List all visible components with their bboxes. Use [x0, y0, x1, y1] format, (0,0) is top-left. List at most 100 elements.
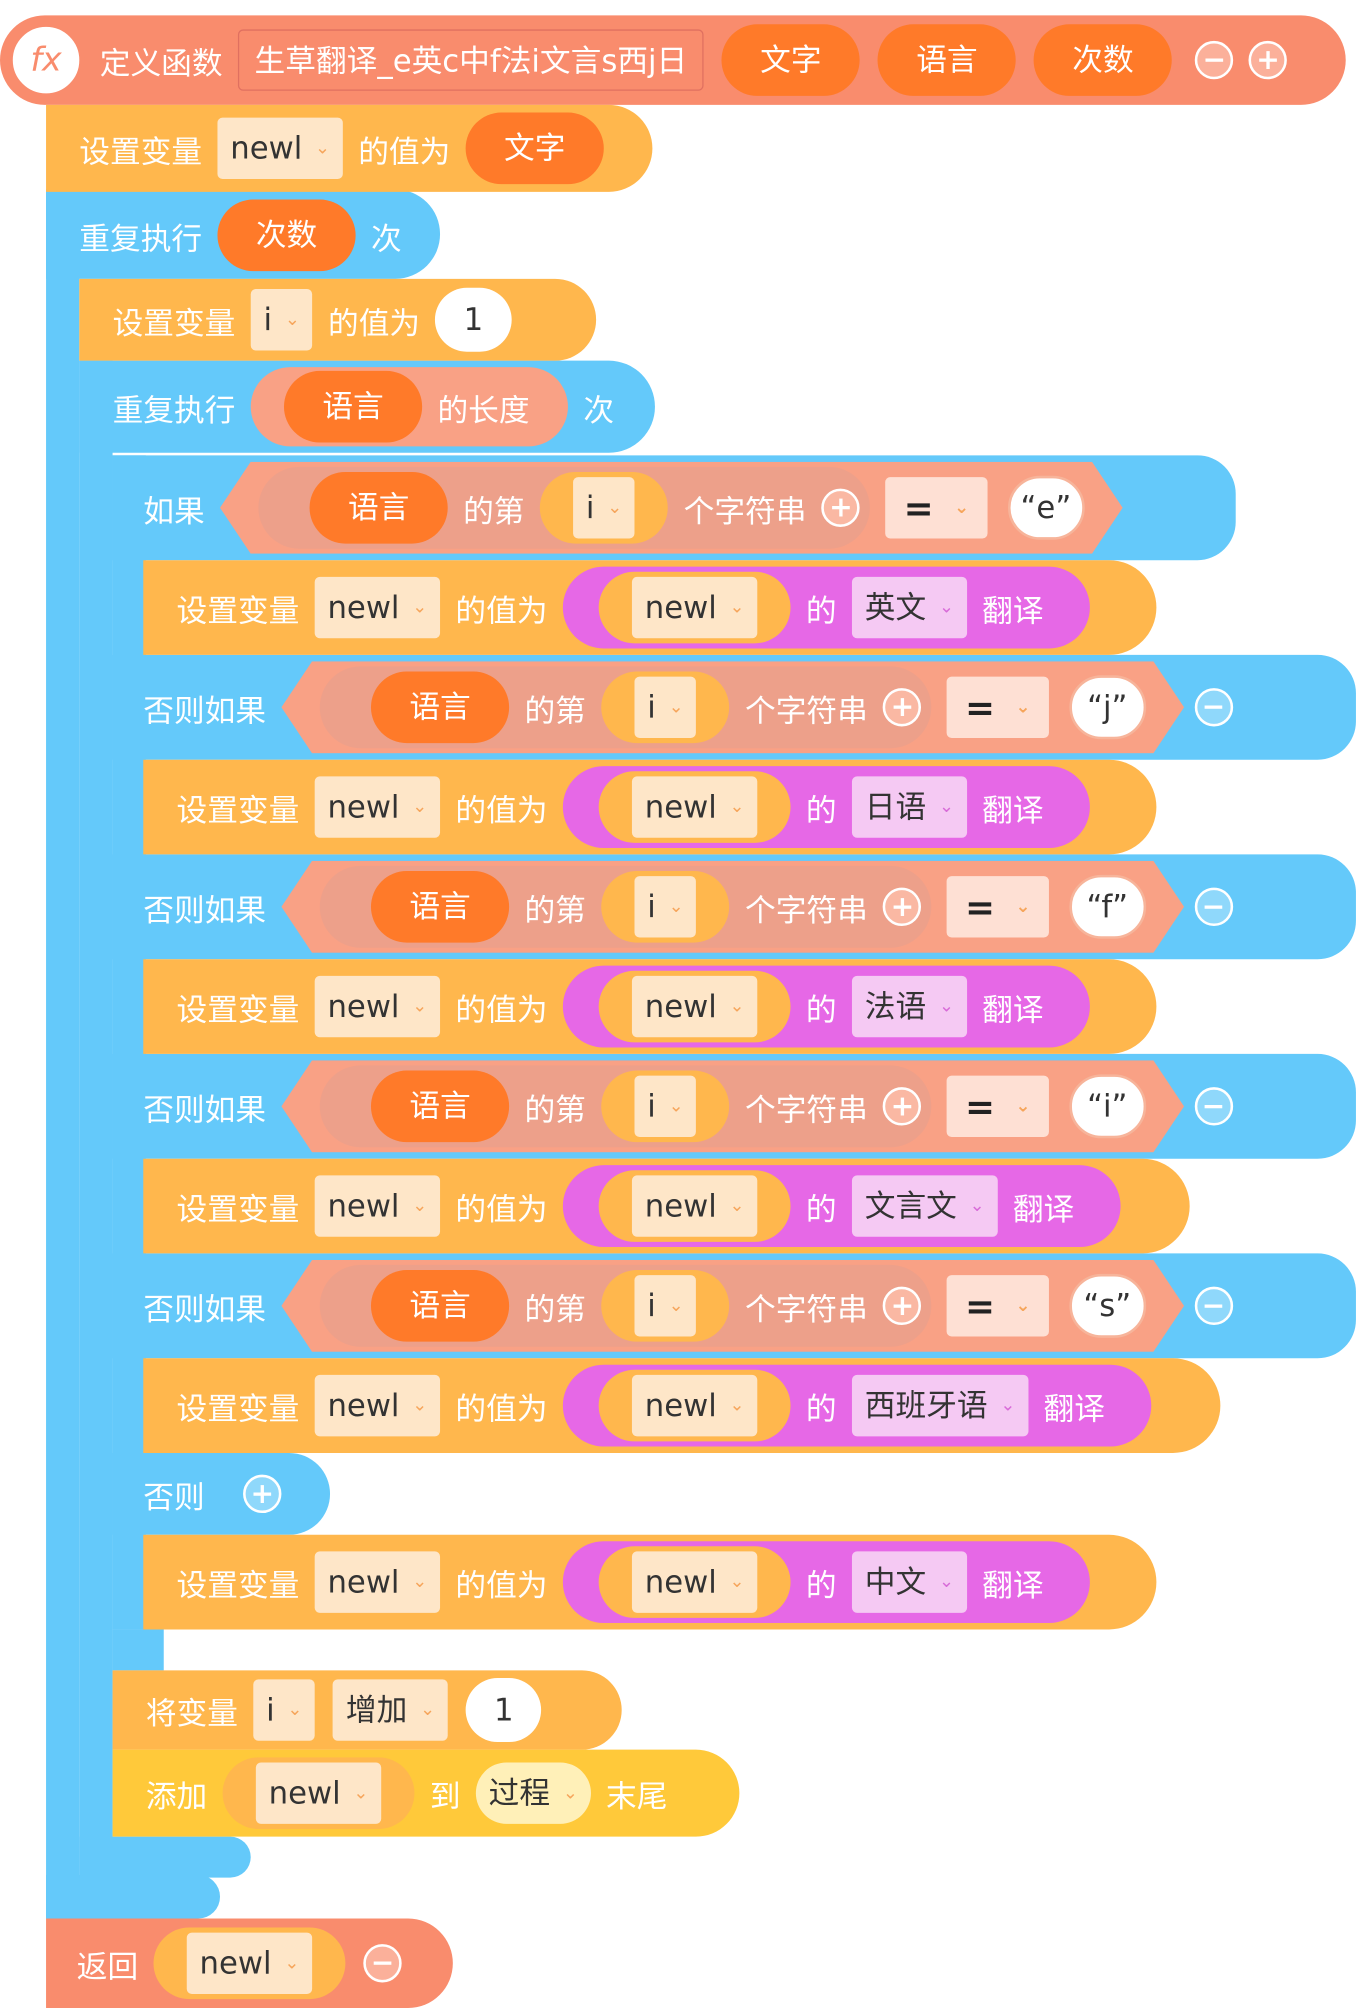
operator-dropdown[interactable]: =⌄: [886, 477, 987, 538]
compare-block[interactable]: 语言 的第 i⌄ 个字符串 + =⌄ “f”: [281, 861, 1184, 953]
set-newl-translate-ja[interactable]: 设置变量 newl⌄ 的值为 newl⌄ 的 日语⌄ 翻译: [143, 759, 1157, 855]
var-getter-block[interactable]: newl⌄: [598, 1170, 791, 1242]
translate-block[interactable]: newl⌄ 的 西班牙语⌄ 翻译: [562, 1364, 1151, 1447]
var-getter-block[interactable]: newl⌄: [598, 1546, 791, 1618]
var-dropdown[interactable]: newl⌄: [631, 1374, 758, 1437]
number-input[interactable]: 1: [435, 287, 512, 352]
var-dropdown[interactable]: newl⌄: [314, 576, 441, 639]
var-dropdown[interactable]: newl⌄: [314, 1551, 441, 1613]
list-dropdown[interactable]: 过程⌄: [475, 1762, 591, 1824]
set-newl-init-block[interactable]: 设置变量 newl⌄ 的值为 文字: [46, 104, 653, 192]
compare-block[interactable]: 语言 的第 i⌄ 个字符串 + =⌄ “i”: [281, 1060, 1184, 1152]
var-getter-block[interactable]: newl⌄: [153, 1927, 346, 2000]
remove-param-button[interactable]: −: [1195, 40, 1234, 80]
plus-icon[interactable]: +: [883, 1087, 921, 1125]
var-getter-block[interactable]: newl⌄: [598, 1369, 791, 1442]
add-branch-button[interactable]: +: [243, 1474, 282, 1514]
set-newl-translate-fr[interactable]: 设置变量 newl⌄ 的值为 newl⌄ 的 法语⌄ 翻译: [143, 959, 1157, 1054]
compare-block[interactable]: 语言 的第 i⌄ 个字符串 + =⌄ “j”: [281, 661, 1184, 753]
add-param-button[interactable]: +: [1248, 40, 1288, 80]
return-block[interactable]: 返回 newl⌄ −: [46, 1918, 453, 2008]
var-dropdown[interactable]: newl⌄: [631, 576, 758, 639]
remove-branch-button[interactable]: −: [1194, 887, 1233, 926]
remove-branch-button[interactable]: −: [1194, 688, 1233, 727]
set-i-block[interactable]: 设置变量 i⌄ 的值为 1: [79, 278, 597, 361]
param-language[interactable]: 语言: [877, 24, 1017, 96]
elseif-header-s[interactable]: 否则如果 语言 的第 i⌄ 个字符串 + =⌄ “s” −: [128, 1261, 1233, 1351]
var-dropdown[interactable]: newl⌄: [314, 975, 441, 1038]
number-input[interactable]: 1: [465, 1678, 542, 1742]
plus-icon[interactable]: +: [883, 888, 921, 926]
plus-icon[interactable]: +: [883, 688, 921, 726]
var-dropdown[interactable]: newl⌄: [314, 776, 441, 838]
char-at-block[interactable]: 语言 的第 i⌄ 个字符串 +: [258, 467, 870, 549]
string-literal[interactable]: “f”: [1069, 875, 1146, 939]
string-literal[interactable]: “s”: [1069, 1274, 1146, 1338]
index-var-block[interactable]: i⌄: [601, 671, 729, 743]
param-ref-text[interactable]: 文字: [465, 112, 604, 185]
char-at-block[interactable]: 语言 的第 i⌄ 个字符串 +: [320, 866, 932, 948]
set-newl-translate-en[interactable]: 设置变量 newl⌄ 的值为 newl⌄ 的 英文⌄ 翻译: [143, 560, 1157, 655]
language-dropdown[interactable]: 西班牙语⌄: [851, 1374, 1029, 1437]
index-var-block[interactable]: i⌄: [601, 871, 729, 943]
var-dropdown[interactable]: i⌄: [253, 1679, 316, 1741]
language-dropdown[interactable]: 法语⌄: [851, 975, 967, 1038]
translate-block[interactable]: newl⌄ 的 中文⌄ 翻译: [562, 1541, 1090, 1624]
char-at-block[interactable]: 语言 的第 i⌄ 个字符串 +: [320, 1065, 932, 1147]
var-dropdown[interactable]: newl⌄: [217, 117, 343, 180]
language-dropdown[interactable]: 英文⌄: [851, 576, 967, 639]
define-function-block[interactable]: fx 定义函数 生草翻译_e英c中f法i文言s西j日 文字 语言 次数 − +: [0, 15, 1346, 105]
param-text[interactable]: 文字: [721, 24, 860, 96]
language-dropdown[interactable]: 日语⌄: [851, 776, 967, 838]
var-dropdown[interactable]: newl⌄: [631, 1551, 758, 1613]
var-dropdown[interactable]: i⌄: [634, 677, 696, 738]
plus-icon[interactable]: +: [822, 489, 860, 527]
param-ref-count[interactable]: 次数: [217, 199, 356, 272]
param-ref-language[interactable]: 语言: [371, 871, 509, 943]
var-dropdown[interactable]: newl⌄: [314, 1374, 441, 1437]
else-header[interactable]: 否则 +: [128, 1458, 282, 1530]
string-literal[interactable]: “e”: [1008, 476, 1085, 540]
language-dropdown[interactable]: 文言文⌄: [851, 1175, 998, 1237]
translate-block[interactable]: newl⌄ 的 法语⌄ 翻译: [562, 965, 1090, 1048]
op-dropdown[interactable]: 增加⌄: [333, 1679, 448, 1741]
remove-return-button[interactable]: −: [363, 1944, 402, 1983]
var-getter-block[interactable]: newl⌄: [598, 571, 791, 644]
operator-dropdown[interactable]: =⌄: [947, 876, 1048, 937]
remove-branch-button[interactable]: −: [1194, 1286, 1233, 1326]
var-dropdown[interactable]: i⌄: [634, 876, 696, 937]
set-newl-translate-es[interactable]: 设置变量 newl⌄ 的值为 newl⌄ 的 西班牙语⌄ 翻译: [143, 1358, 1221, 1453]
string-literal[interactable]: “i”: [1069, 1074, 1146, 1138]
operator-dropdown[interactable]: =⌄: [947, 677, 1048, 738]
char-at-block[interactable]: 语言 的第 i⌄ 个字符串 +: [320, 1265, 932, 1347]
char-at-block[interactable]: 语言 的第 i⌄ 个字符串 +: [320, 666, 932, 748]
elseif-header-j[interactable]: 否则如果 语言 的第 i⌄ 个字符串 + =⌄ “j” −: [128, 663, 1233, 753]
compare-block[interactable]: 语言 的第 i⌄ 个字符串 + =⌄ “e”: [220, 462, 1123, 554]
append-block[interactable]: 添加 newl⌄ 到 过程⌄ 末尾: [112, 1749, 740, 1837]
var-getter-block[interactable]: newl⌄: [598, 771, 791, 843]
set-newl-translate-zh[interactable]: 设置变量 newl⌄ 的值为 newl⌄ 的 中文⌄ 翻译: [143, 1534, 1157, 1630]
index-var-block[interactable]: i⌄: [601, 1270, 729, 1342]
var-getter-block[interactable]: newl⌄: [222, 1757, 415, 1829]
param-ref-language[interactable]: 语言: [283, 370, 423, 443]
var-dropdown[interactable]: newl⌄: [631, 776, 758, 838]
elseif-header-f[interactable]: 否则如果 语言 的第 i⌄ 个字符串 + =⌄ “f” −: [128, 862, 1233, 952]
elseif-header-i[interactable]: 否则如果 语言 的第 i⌄ 个字符串 + =⌄ “i” −: [128, 1062, 1233, 1152]
param-ref-language[interactable]: 语言: [371, 1270, 509, 1342]
length-of-block[interactable]: 语言 的长度: [250, 367, 568, 447]
index-var-block[interactable]: i⌄: [601, 1071, 729, 1143]
operator-dropdown[interactable]: =⌄: [947, 1076, 1048, 1137]
var-dropdown[interactable]: newl⌄: [631, 1175, 758, 1237]
var-dropdown[interactable]: i⌄: [634, 1275, 696, 1336]
param-ref-language[interactable]: 语言: [310, 472, 448, 544]
increment-i-block[interactable]: 将变量 i⌄ 增加⌄ 1: [112, 1670, 622, 1750]
translate-block[interactable]: newl⌄ 的 日语⌄ 翻译: [562, 766, 1090, 848]
operator-dropdown[interactable]: =⌄: [947, 1275, 1048, 1336]
remove-branch-button[interactable]: −: [1194, 1087, 1233, 1126]
translate-block[interactable]: newl⌄ 的 文言文⌄ 翻译: [562, 1165, 1121, 1248]
function-name-field[interactable]: 生草翻译_e英c中f法i文言s西j日: [237, 29, 704, 91]
param-count[interactable]: 次数: [1033, 24, 1173, 96]
var-dropdown[interactable]: i⌄: [573, 477, 635, 538]
param-ref-language[interactable]: 语言: [371, 1071, 509, 1143]
var-dropdown[interactable]: newl⌄: [314, 1175, 441, 1237]
